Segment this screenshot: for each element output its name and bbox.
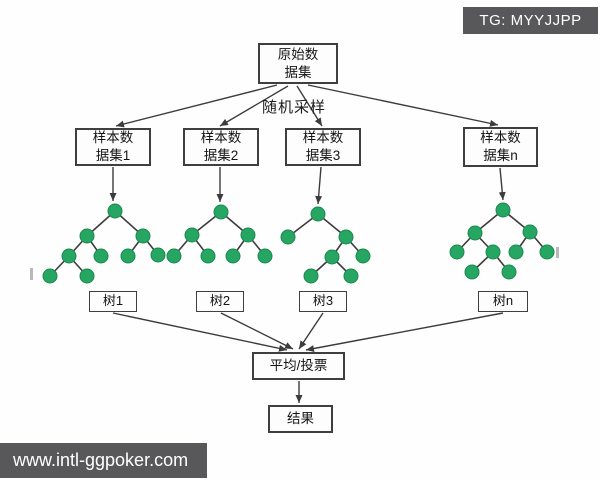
arrow-dataset3-to-tree3: [315, 166, 323, 205]
arrow-treen-to-vote: [305, 312, 504, 352]
tree-2-node: [200, 248, 216, 264]
box-sample-dataset-n-label: 样本数: [480, 130, 521, 146]
tree-n-node: [539, 244, 555, 260]
box-sample-dataset-3: 样本数据集3: [285, 128, 361, 166]
telegram-watermark: TG: MYYJJPP: [463, 7, 598, 34]
tree-1-node: [79, 228, 95, 244]
tree-1-node: [135, 228, 151, 244]
box-tree-label-1: 树1: [89, 291, 137, 312]
tree-n-node: [485, 244, 501, 260]
tree-1-node: [93, 248, 109, 264]
tree-2-node: [225, 248, 241, 264]
arrow-sampling-to-2: [219, 85, 289, 127]
artifact-tick: [30, 268, 33, 280]
arrow-tree1-to-vote: [112, 312, 288, 352]
tree-layer: [42, 202, 555, 284]
tree-n-node: [501, 264, 517, 280]
box-origin-dataset-label: 据集: [284, 64, 312, 80]
box-sample-dataset-1: 样本数据集1: [75, 128, 151, 166]
arrow-tree2-to-vote: [220, 312, 294, 350]
tree-3-node: [324, 249, 340, 265]
tree-3: [280, 206, 371, 284]
box-origin-dataset-label: 原始数: [277, 46, 319, 62]
tree-2-node: [166, 248, 182, 264]
tree-n-node: [495, 202, 511, 218]
tree-2: [166, 204, 273, 264]
tree-n-node: [508, 244, 524, 260]
box-sample-dataset-n-label: 据集n: [483, 148, 518, 163]
tree-n-node: [522, 224, 538, 240]
box-tree-label-n-label: 树n: [492, 293, 514, 309]
box-tree-label-1-label: 树1: [102, 293, 124, 309]
tree-3-node: [343, 268, 359, 284]
box-sample-dataset-1-label: 样本数: [92, 130, 134, 146]
sampling-step-label: 随机采样: [262, 99, 327, 116]
box-sample-dataset-2-label: 样本数: [200, 130, 242, 146]
tree-3-node: [280, 229, 296, 245]
tree-1-node: [150, 247, 166, 263]
tree-n-node: [449, 244, 465, 260]
arrow-sampling-to-1: [115, 84, 278, 128]
box-tree-label-n: 树n: [478, 291, 528, 312]
box-result-label: 结果: [287, 411, 314, 427]
box-sample-dataset-3-label: 据集3: [305, 148, 341, 163]
box-vote: 平均/投票: [252, 352, 345, 380]
box-origin-dataset: 原始数据集: [258, 43, 338, 84]
tree-n: [449, 202, 555, 280]
artifact-tick: [556, 247, 559, 258]
tree-1-node: [61, 248, 77, 264]
box-vote-label: 平均/投票: [269, 358, 328, 374]
tree-2-node: [213, 204, 229, 220]
box-sample-dataset-n: 样本数据集n: [463, 127, 538, 167]
tree-1: [42, 203, 166, 284]
tree-2-node: [240, 227, 256, 243]
tree-1-node: [79, 268, 95, 284]
box-result: 结果: [268, 405, 333, 433]
website-watermark: www.intl-ggpoker.com: [0, 443, 207, 478]
tree-2-node: [257, 248, 273, 264]
arrow-datasetn-to-treen: [498, 167, 506, 201]
tree-n-node: [467, 225, 483, 241]
tree-1-node: [42, 268, 58, 284]
arrow-sampling-to-n: [307, 84, 499, 127]
arrow-layer: [109, 84, 506, 403]
box-sample-dataset-2: 样本数据集2: [183, 128, 259, 166]
tree-1-node: [107, 203, 123, 219]
tree-2-node: [184, 227, 200, 243]
box-sample-dataset-1-label: 据集1: [95, 148, 131, 163]
tree-1-node: [120, 248, 136, 264]
arrow-sampling-to-3: [296, 85, 323, 127]
box-tree-label-2-label: 树2: [209, 293, 231, 309]
box-sample-dataset-3-label: 样本数: [302, 130, 344, 146]
box-tree-label-3: 树3: [299, 291, 347, 312]
box-tree-label-3-label: 树3: [312, 293, 334, 309]
tree-3-node: [338, 229, 354, 245]
tree-3-node: [355, 248, 371, 264]
tree-n-node: [464, 264, 480, 280]
box-sample-dataset-2-label: 据集2: [203, 148, 239, 163]
arrow-tree3-to-vote: [298, 312, 324, 350]
tree-3-node: [303, 268, 319, 284]
tree-3-node: [310, 206, 326, 222]
box-tree-label-2: 树2: [196, 291, 244, 312]
